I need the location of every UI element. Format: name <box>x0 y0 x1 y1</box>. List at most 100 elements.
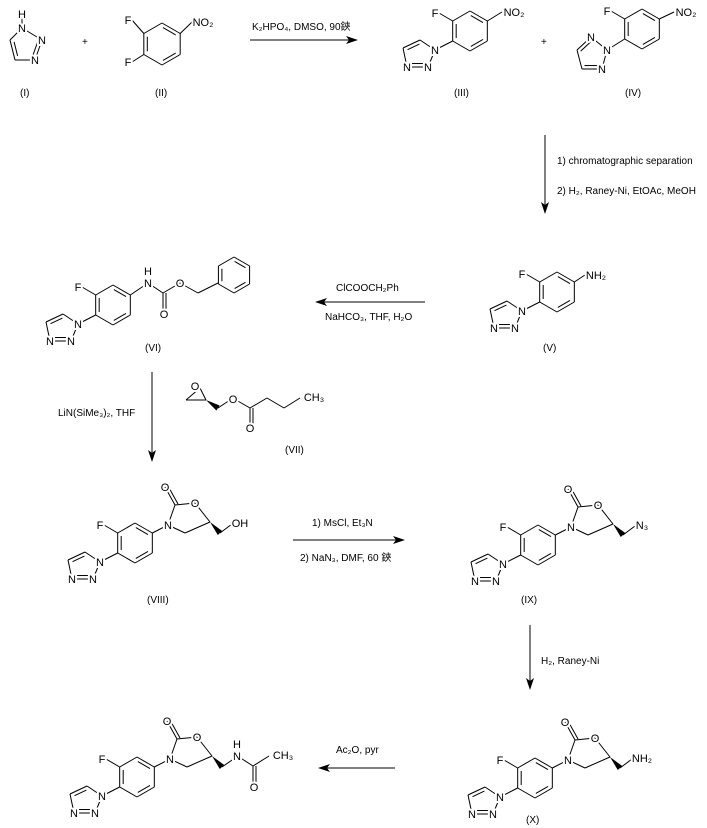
bond <box>434 40 453 51</box>
reagent-step6: H₂, Raney-Ni <box>541 656 599 667</box>
bond <box>152 524 169 534</box>
atom-n: N <box>144 278 152 290</box>
atom-ch3: CH₃ <box>273 750 293 762</box>
atom-n: N <box>18 23 26 35</box>
bond <box>161 54 181 66</box>
bond <box>99 552 118 563</box>
bond <box>535 762 549 770</box>
bond <box>594 737 611 758</box>
atom-o: O <box>191 498 200 510</box>
atom-nh2: NH₂ <box>586 270 606 282</box>
bond <box>32 41 39 57</box>
reagent-step5a: 1) MsCl, Et₃N <box>312 518 373 529</box>
bond <box>67 559 73 580</box>
bond <box>233 256 250 267</box>
atom-f: F <box>125 15 132 27</box>
bond <box>119 756 138 768</box>
atom-n: N <box>38 35 46 47</box>
plus-sign: + <box>541 37 547 48</box>
bond <box>34 39 43 61</box>
bond <box>136 786 155 798</box>
bond <box>221 757 236 768</box>
bond <box>137 785 151 793</box>
atom-f: F <box>500 522 507 534</box>
bond <box>112 314 131 326</box>
bond <box>166 720 178 740</box>
compound-label-VIII: (VIII) <box>147 595 169 606</box>
bond <box>45 321 51 342</box>
bond <box>570 526 589 536</box>
bond <box>489 308 495 329</box>
bond <box>574 737 596 741</box>
bond <box>419 39 436 51</box>
bond <box>537 554 556 566</box>
bond <box>469 40 488 52</box>
bond <box>21 27 43 41</box>
wedge-bond <box>210 522 223 536</box>
bond <box>438 12 453 22</box>
atom-n: N <box>96 557 104 569</box>
bond <box>576 36 592 51</box>
atom-f: F <box>519 269 526 281</box>
arrow-step5 <box>293 536 405 544</box>
bond <box>520 554 539 566</box>
bond <box>514 310 523 329</box>
atom-n: N <box>564 755 572 767</box>
bond <box>470 39 484 47</box>
bond <box>185 387 201 401</box>
bond <box>179 21 193 34</box>
bond <box>570 506 579 528</box>
bond <box>574 274 586 283</box>
bond <box>469 10 488 22</box>
bond <box>624 8 643 20</box>
compound-label-VII: (VII) <box>285 445 304 456</box>
atom-o: O <box>229 394 238 406</box>
bond <box>487 553 504 565</box>
bond <box>520 524 539 536</box>
bond <box>252 755 270 767</box>
bond <box>167 485 179 505</box>
atom-n: N <box>31 55 39 67</box>
atom-o: O <box>246 423 255 435</box>
bond <box>196 736 213 757</box>
bond <box>233 283 250 294</box>
bond <box>619 758 633 769</box>
bond <box>556 301 575 313</box>
bond <box>143 22 163 34</box>
bond <box>452 10 471 22</box>
atom-o: O <box>193 732 202 744</box>
atom-o: O <box>176 278 185 290</box>
bond <box>567 739 576 761</box>
bond <box>9 27 23 41</box>
atom-n: N <box>603 45 611 57</box>
bond <box>218 283 235 294</box>
compound-label-III: (III) <box>454 88 469 99</box>
atom-f: F <box>497 755 504 767</box>
atom-o: O <box>564 484 573 496</box>
bond <box>131 19 145 34</box>
reagent-step2a: 1) chromatographic separation <box>557 156 693 167</box>
compound-label-VI: (VI) <box>145 343 161 354</box>
atom-n: N <box>492 576 500 588</box>
atom-n: N <box>46 336 54 348</box>
bond <box>470 15 484 23</box>
bond <box>234 260 246 269</box>
bond <box>219 523 233 534</box>
wedge-bond <box>212 756 225 770</box>
bond <box>135 527 149 535</box>
bond <box>641 8 660 20</box>
atom-n: N <box>489 809 497 821</box>
atom-o: O <box>250 782 259 794</box>
bond <box>199 387 207 401</box>
bond <box>452 40 471 52</box>
atom-n: N <box>164 520 172 532</box>
atom-n: N <box>67 336 75 348</box>
bond <box>117 522 136 534</box>
bond <box>162 27 176 36</box>
atom-n3: N₃ <box>636 520 648 532</box>
compound-label-IV: (IV) <box>625 88 641 99</box>
bond <box>590 36 608 51</box>
atom-n: N <box>403 62 411 74</box>
bond <box>67 551 86 561</box>
bond <box>167 504 176 526</box>
